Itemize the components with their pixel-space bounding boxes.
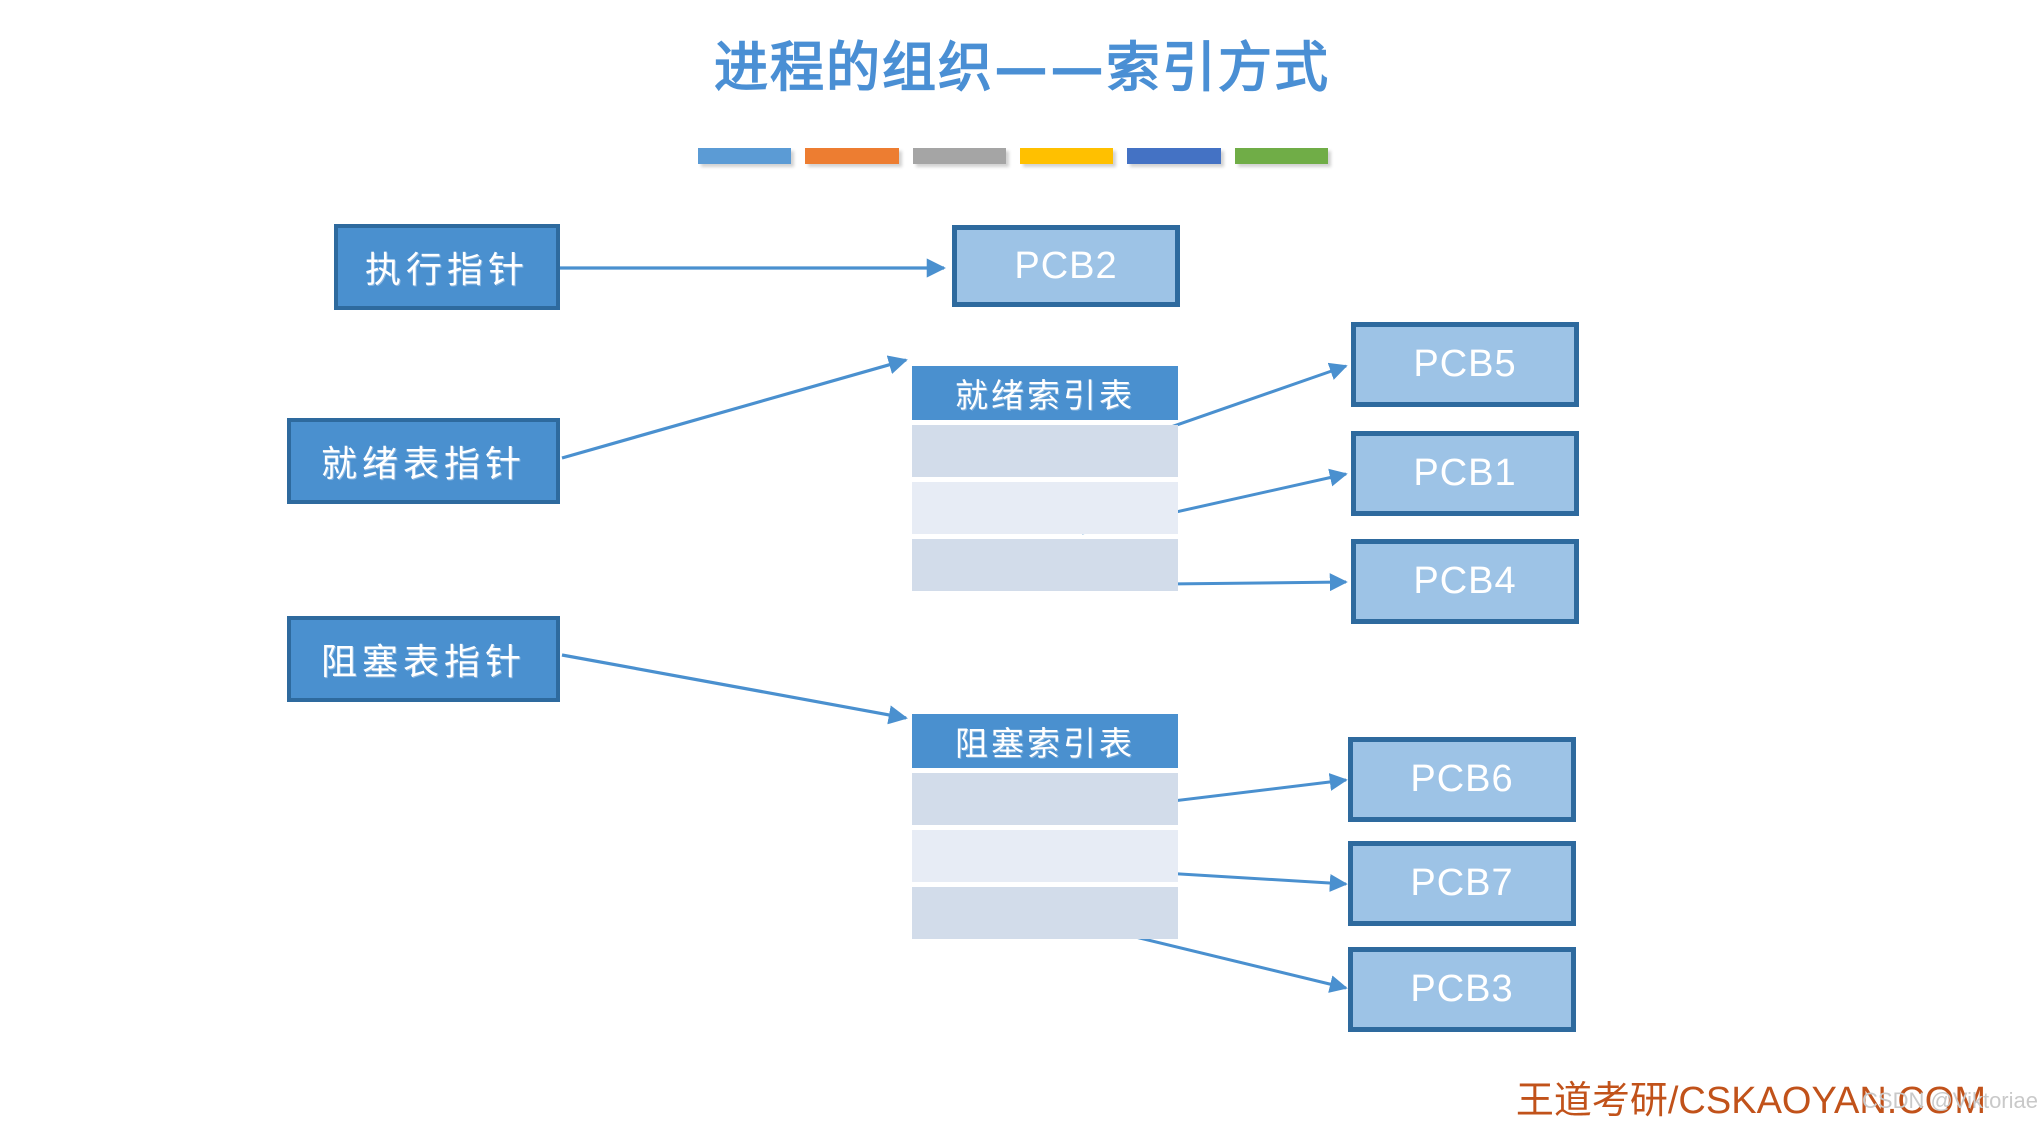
blocked-pointer-label: 阻塞表指针 xyxy=(320,642,526,683)
ready-index-table: 就绪索引表 xyxy=(912,366,1178,591)
underline-segment-navy xyxy=(1127,148,1221,164)
pcb-box-blocked-2[interactable]: PCB7 xyxy=(1348,841,1576,926)
pcb-box-ready-3[interactable]: PCB4 xyxy=(1351,539,1579,624)
underline-segment-orange xyxy=(805,148,899,164)
pcb-label: PCB1 xyxy=(1413,452,1517,494)
underline-segment-gray xyxy=(912,148,1006,164)
underline-segment-yellow xyxy=(1019,148,1114,164)
blocked-index-row[interactable] xyxy=(912,887,1178,939)
blocked-index-table-header: 阻塞索引表 xyxy=(912,714,1178,768)
ready-pointer-box[interactable]: 就绪表指针 xyxy=(287,418,560,504)
title-block: 进程的组织——索引方式 xyxy=(0,35,2044,99)
page-title: 进程的组织——索引方式 xyxy=(714,35,1330,99)
pcb-label: PCB6 xyxy=(1410,758,1514,800)
ready-index-row[interactable] xyxy=(912,425,1178,477)
ready-index-row[interactable] xyxy=(912,482,1178,534)
pcb-label: PCB2 xyxy=(1014,244,1118,287)
blocked-index-row[interactable] xyxy=(912,773,1178,825)
ready-index-table-header: 就绪索引表 xyxy=(912,366,1178,420)
underline-segment-blue xyxy=(698,148,792,164)
csdn-watermark: CSDN @Viktoriae xyxy=(1862,1088,2038,1113)
exec-pointer-box[interactable]: 执行指针 xyxy=(334,224,560,310)
pcb-box-blocked-1[interactable]: PCB6 xyxy=(1348,737,1576,822)
arrow-ready-pointer-to-ready-table xyxy=(561,355,908,460)
footer-brand: 王道考研/CSKAOYAN.COM xyxy=(1515,1080,1986,1122)
pcb-label: PCB4 xyxy=(1413,560,1517,602)
underline-segment-green xyxy=(1234,148,1328,164)
exec-pointer-label: 执行指针 xyxy=(364,250,529,291)
title-underline-bars xyxy=(698,148,1328,164)
pcb-label: PCB7 xyxy=(1410,862,1514,904)
pcb-label: PCB5 xyxy=(1413,343,1517,385)
pcb-box-running[interactable]: PCB2 xyxy=(952,225,1180,307)
blocked-index-table: 阻塞索引表 xyxy=(912,714,1178,939)
blocked-index-row[interactable] xyxy=(912,830,1178,882)
pcb-label: PCB3 xyxy=(1410,968,1514,1010)
ready-pointer-label: 就绪表指针 xyxy=(320,444,526,485)
pcb-box-ready-2[interactable]: PCB1 xyxy=(1351,431,1579,516)
ready-index-row[interactable] xyxy=(912,539,1178,591)
pcb-box-blocked-3[interactable]: PCB3 xyxy=(1348,947,1576,1032)
arrow-blocked-pointer-to-blocked-table xyxy=(561,653,908,725)
pcb-box-ready-1[interactable]: PCB5 xyxy=(1351,322,1579,407)
blocked-pointer-box[interactable]: 阻塞表指针 xyxy=(287,616,560,702)
